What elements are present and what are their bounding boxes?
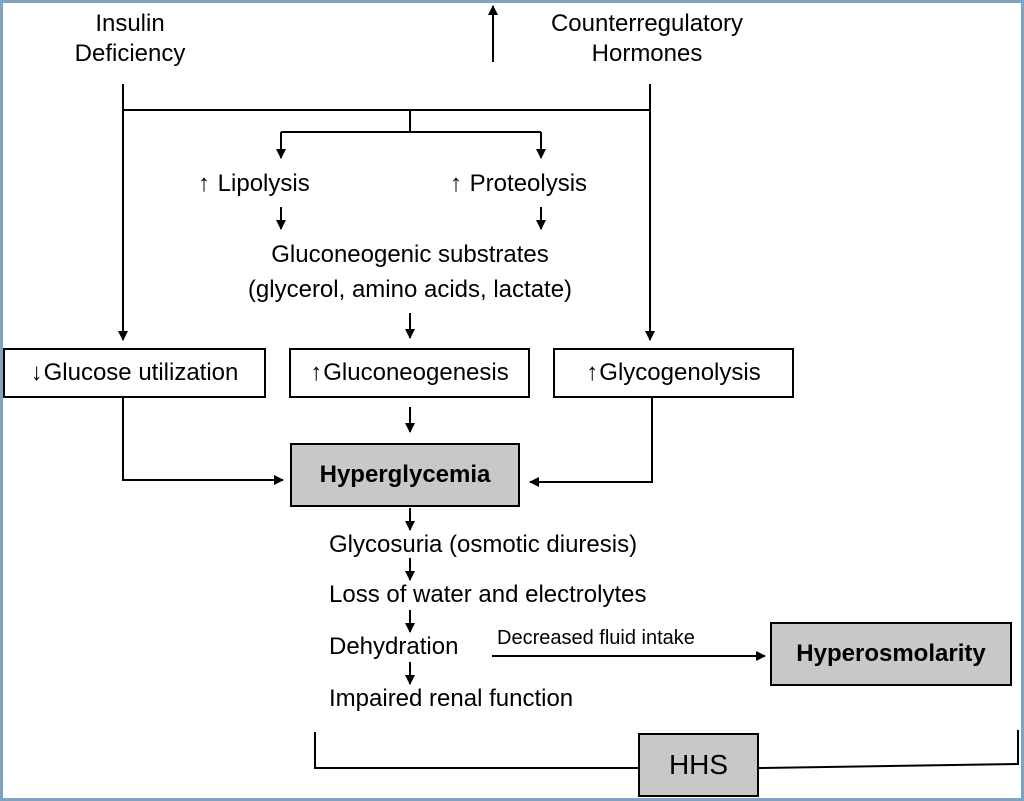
glucose-utilization-to-hyperglycemia-arrow (122, 398, 284, 485)
hyperglycemia-box: Hyperglycemia (290, 443, 520, 507)
counterregulatory-label-line2: Hormones (591, 40, 703, 67)
glucose-utilization-box: ↓Glucose utilization (3, 348, 266, 398)
gluconeogenesis-box: ↑Gluconeogenesis (289, 348, 530, 398)
glycogenolysis-to-hyperglycemia-arrow (529, 398, 653, 487)
water-loss-label: Loss of water and electrolytes (329, 581, 647, 608)
increase-arrow-icon: ↑ (310, 359, 323, 386)
glycosuria-label: Glycosuria (osmotic diuresis) (329, 531, 638, 558)
dehydration-label: Dehydration (329, 633, 459, 660)
proteolysis-text: Proteolysis (469, 170, 588, 197)
substrates-line1: Gluconeogenic substrates (271, 241, 549, 268)
lipolysis-label: ↑ Lipolysis (198, 172, 310, 196)
substrates-line2: (glycerol, amino acids, lactate) (247, 276, 573, 303)
impaired-renal-label: Impaired renal function (329, 685, 574, 712)
glucose-utilization-text: Glucose utilization (43, 359, 239, 386)
proteolysis-label: ↑ Proteolysis (450, 172, 587, 196)
gluconeogenesis-text: Gluconeogenesis (323, 359, 509, 386)
proteolysis-increase-icon: ↑ (450, 170, 462, 197)
hhs-bracket-right (758, 730, 1019, 769)
glycogenolysis-box: ↑Glycogenolysis (553, 348, 794, 398)
lipolysis-increase-icon: ↑ (198, 170, 210, 197)
insulin-label-line1: Insulin (95, 10, 165, 37)
hhs-bracket-left (314, 732, 638, 769)
insulin-label-line2: Deficiency (74, 40, 186, 67)
counterregulatory-label-line1: Counterregulatory (550, 10, 744, 37)
decreased-fluid-intake-label: Decreased fluid intake (497, 627, 695, 649)
increase-arrow-icon: ↑ (586, 359, 599, 386)
hhs-box: HHS (638, 733, 759, 797)
hyperosmolarity-box: Hyperosmolarity (770, 622, 1012, 686)
glycogenolysis-text: Glycogenolysis (599, 359, 761, 386)
decrease-arrow-icon: ↓ (30, 359, 43, 386)
lipolysis-text: Lipolysis (217, 170, 310, 197)
